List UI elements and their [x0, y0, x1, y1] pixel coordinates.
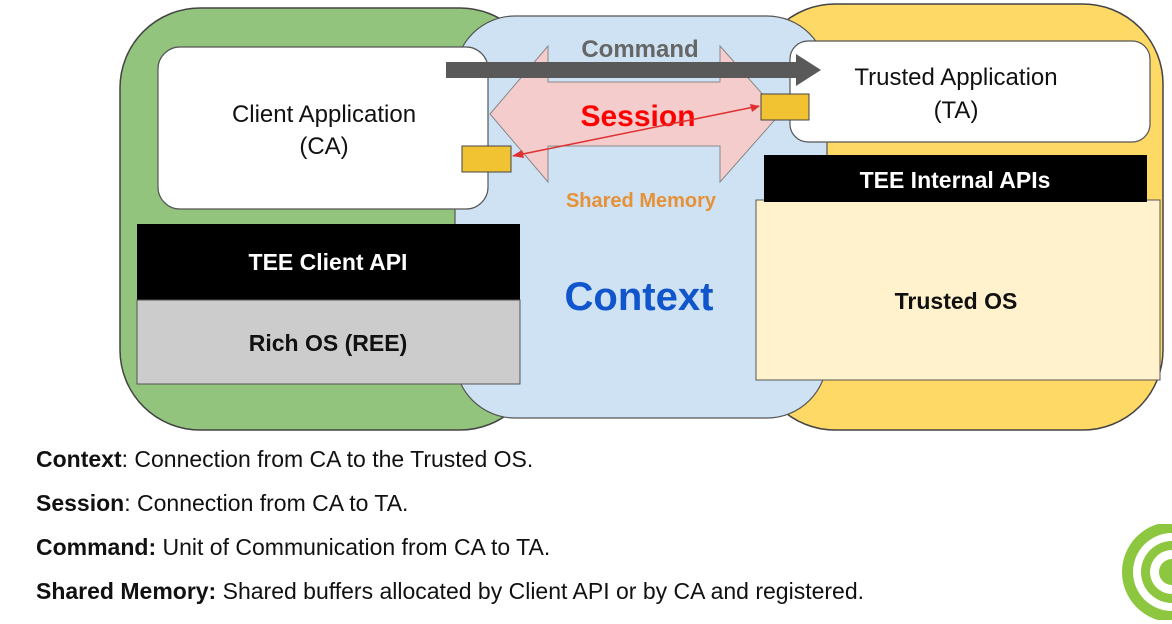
client-application-box: [157, 46, 489, 210]
trusted-os-box: [755, 199, 1161, 381]
tee-internal-apis-label: TEE Internal APIs: [860, 167, 1051, 193]
definition-term: Session: [36, 490, 125, 516]
trusted-application-label: Trusted Application: [854, 64, 1057, 91]
definition-text: Shared buffers allocated by Client API o…: [222, 578, 865, 604]
definition-command: Command: Unit of Communication from CA t…: [36, 533, 550, 561]
shared-memory-label: Shared Memory: [566, 190, 717, 212]
context-label: Context: [565, 275, 714, 319]
definition-term: Context: [36, 446, 122, 472]
shared-memory-connector: [512, 105, 760, 157]
client-application-abbrev: (CA): [299, 133, 348, 160]
rich-os-box: [136, 299, 521, 385]
definition-shared-memory: Shared Memory: Shared buffers allocated …: [36, 577, 864, 605]
definition-separator: :: [121, 446, 135, 472]
tee-internal-apis-box: [764, 155, 1147, 202]
shared-memory-block-ca: [461, 145, 512, 173]
trusted-application-abbrev: (TA): [934, 97, 979, 124]
command-arrow: [446, 54, 821, 86]
definition-context: Context: Connection from CA to the Trust…: [36, 445, 533, 473]
trusted-application-box: [789, 40, 1151, 143]
tee-architecture-diagram: Client Application (CA) Trusted Applicat…: [119, 3, 1164, 431]
definition-session: Session: Connection from CA to TA.: [36, 489, 408, 517]
command-label: Command: [581, 36, 698, 63]
definition-term: Shared Memory:: [36, 578, 217, 604]
tee-client-api-box: [137, 224, 520, 300]
definition-separator: :: [124, 490, 137, 516]
target-logo-icon: [1122, 524, 1172, 620]
connector-arrowhead-right: [750, 104, 760, 112]
client-application-label: Client Application: [232, 101, 416, 128]
trusted-os-label: Trusted OS: [895, 288, 1018, 314]
session-label: Session: [580, 100, 695, 133]
tee-client-api-label: TEE Client API: [249, 249, 408, 275]
shared-memory-block-ta: [760, 93, 810, 121]
rich-os-label: Rich OS (REE): [249, 330, 407, 356]
definition-text: Connection from CA to the Trusted OS.: [134, 446, 534, 472]
definition-text: Unit of Communication from CA to TA.: [162, 534, 551, 560]
connector-arrowhead-left: [512, 150, 524, 158]
definition-term: Command:: [36, 534, 157, 560]
definition-text: Connection from CA to TA.: [137, 490, 409, 516]
